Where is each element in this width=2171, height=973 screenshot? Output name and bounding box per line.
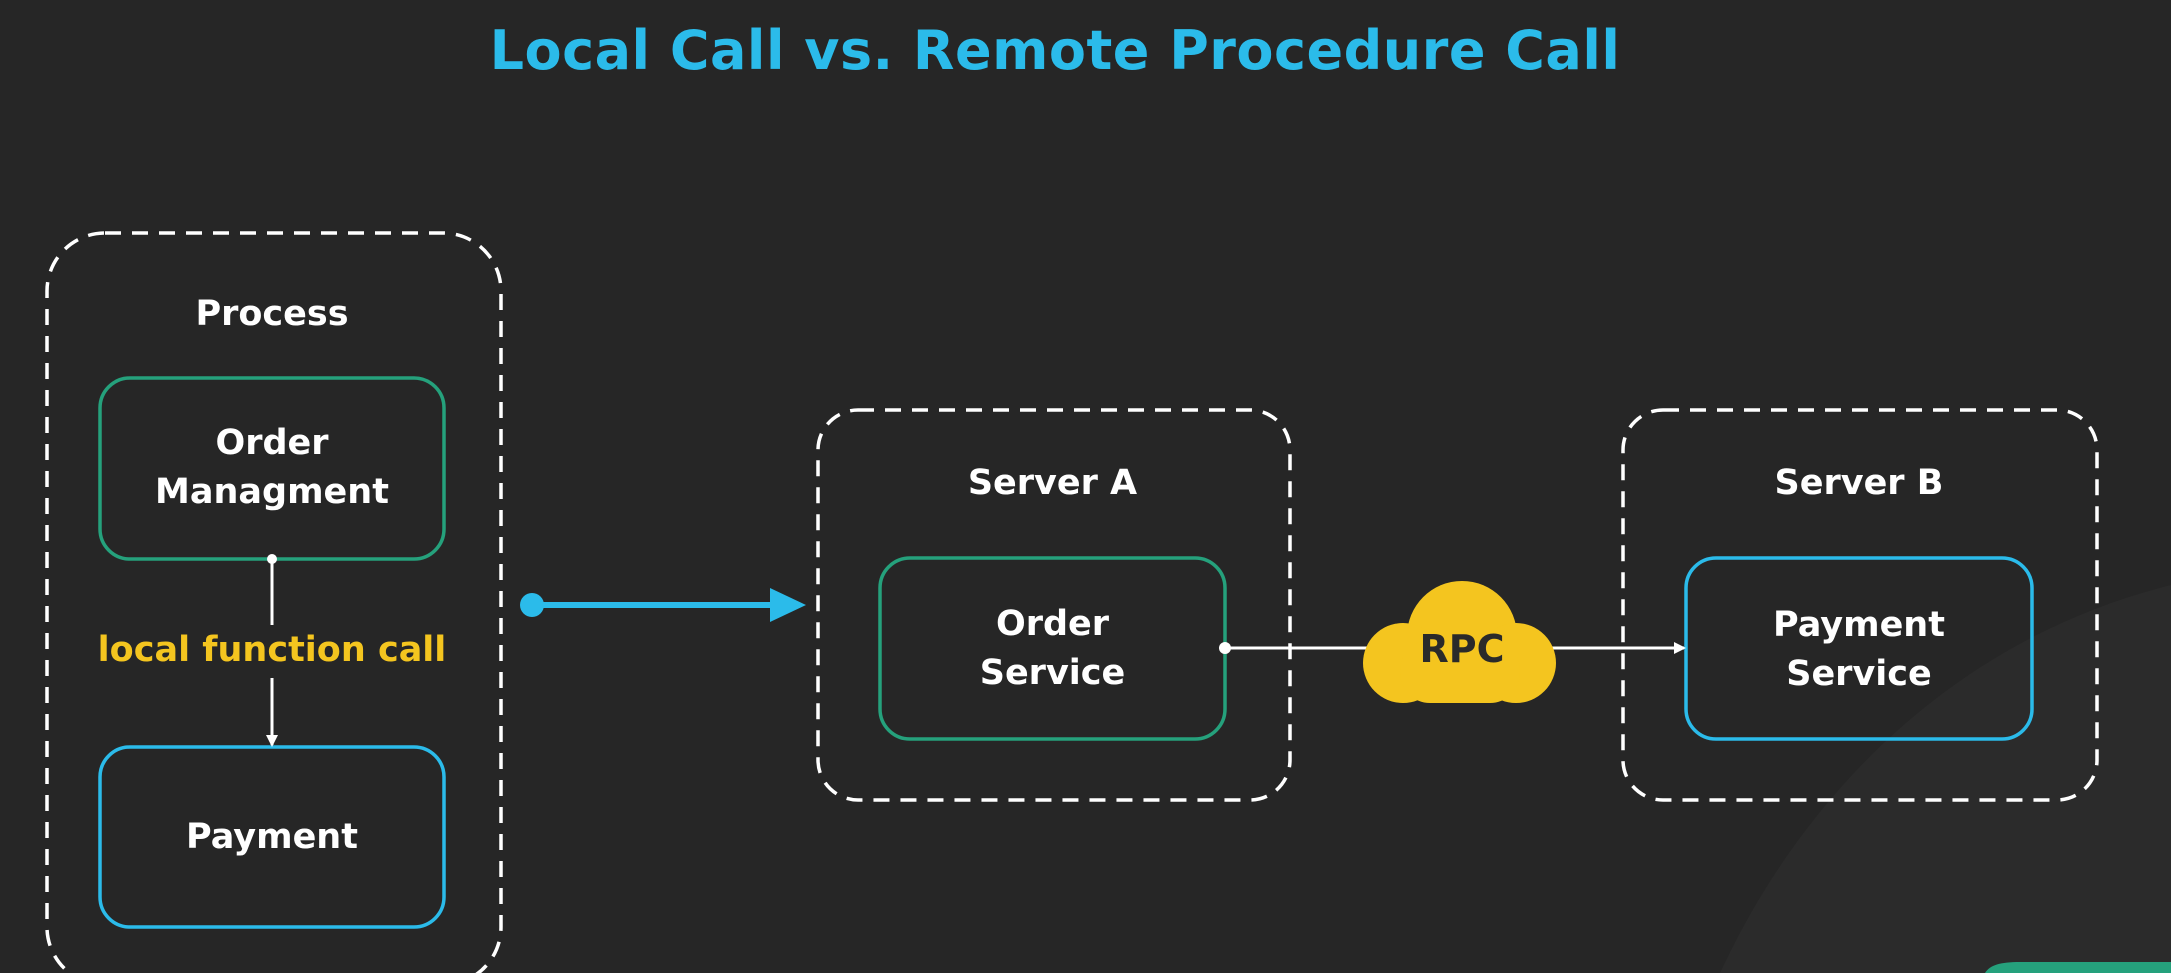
background-sweep xyxy=(1720,585,2171,973)
order-management-label: Order Managment xyxy=(100,419,444,517)
page-title: Local Call vs. Remote Procedure Call xyxy=(489,19,1621,82)
arrow-right-icon xyxy=(520,588,806,622)
payment-service-box xyxy=(1684,556,2034,741)
rpc-label: RPC xyxy=(1419,627,1505,671)
payment-service-label: Payment Service xyxy=(1686,601,2032,699)
server-a-container xyxy=(816,408,1292,802)
server-b-label: Server B xyxy=(1774,463,1944,503)
process-container xyxy=(45,231,503,973)
process-label: Process xyxy=(195,294,349,334)
corner-accent xyxy=(1985,962,2171,973)
payment-service-line2: Service xyxy=(1786,654,1932,694)
order-service-line1: Order xyxy=(995,604,1110,644)
payment-service-line1: Payment xyxy=(1773,605,1945,645)
payment-box xyxy=(98,745,446,929)
order-service-label: Order Service xyxy=(880,600,1225,698)
order-service-line2: Service xyxy=(979,653,1126,693)
local-call-label: local function call xyxy=(97,630,447,670)
order-management-line1: Order xyxy=(215,423,329,463)
order-management-line2: Managment xyxy=(155,472,389,512)
payment-label: Payment xyxy=(186,817,358,857)
cloud-icon xyxy=(1363,581,1556,703)
server-b-container xyxy=(1621,408,2099,802)
server-a-label: Server A xyxy=(967,463,1138,503)
